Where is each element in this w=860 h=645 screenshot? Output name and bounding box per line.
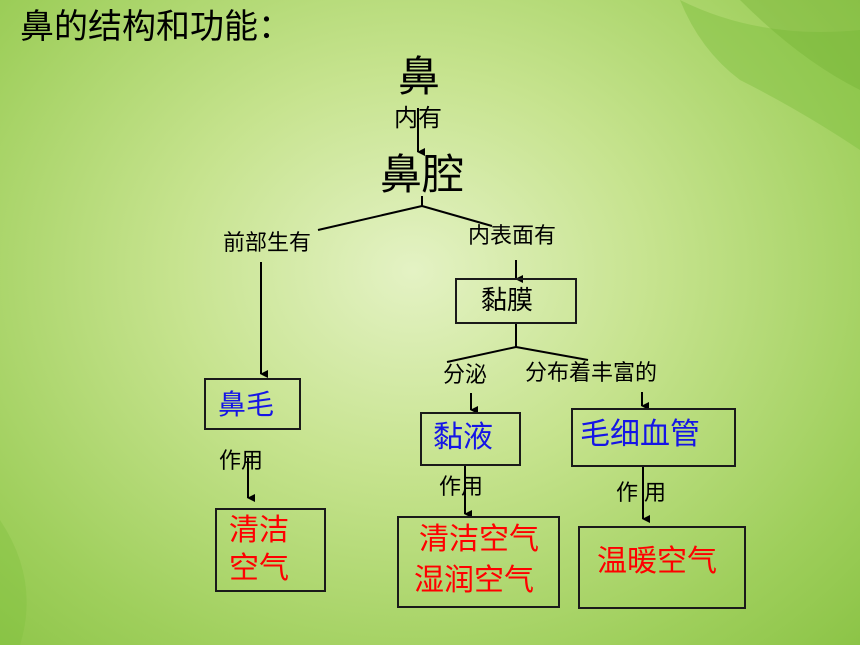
label-front-has: 前部生有 (223, 231, 312, 256)
node-nose: 鼻 (398, 52, 441, 101)
capillary-function-line1: 温暖空气 (597, 544, 717, 579)
node-nose-hair: 鼻毛 (218, 388, 275, 421)
branch-left-cavity (317, 205, 423, 231)
label-distributed: 分布着丰富的 (525, 361, 658, 386)
box-nose-hair (204, 378, 301, 430)
node-mucosa: 黏膜 (481, 286, 534, 316)
box-capillaries (571, 408, 736, 467)
box-mucus (420, 412, 521, 466)
page-title: 鼻的结构和功能： (20, 7, 292, 47)
label-effect-mucus: 作用 (439, 475, 484, 500)
hair-function-line1: 清洁 (229, 513, 289, 548)
mucus-function-line2: 湿润空气 (414, 563, 534, 598)
hair-function-line2: 空气 (229, 551, 289, 586)
node-mucus: 黏液 (433, 420, 493, 455)
branch-right-cavity (421, 205, 493, 227)
label-effect-capillary: 作用 (616, 481, 673, 506)
box-capillary-function (578, 526, 746, 609)
branch-left-mucosa (446, 346, 517, 363)
label-inner-surface-has: 内表面有 (468, 224, 557, 249)
branch-right-mucosa (515, 346, 589, 361)
label-contains: 内有 (394, 104, 442, 132)
label-effect-hair: 作用 (219, 449, 264, 474)
box-mucosa (455, 278, 577, 324)
label-secretes: 分泌 (443, 363, 488, 388)
box-hair-function (215, 508, 326, 592)
mucus-function-line1: 清洁空气 (419, 522, 539, 557)
node-capillaries: 毛细血管 (580, 417, 700, 452)
node-nasal-cavity: 鼻腔 (380, 150, 465, 199)
box-mucus-function (397, 516, 560, 608)
